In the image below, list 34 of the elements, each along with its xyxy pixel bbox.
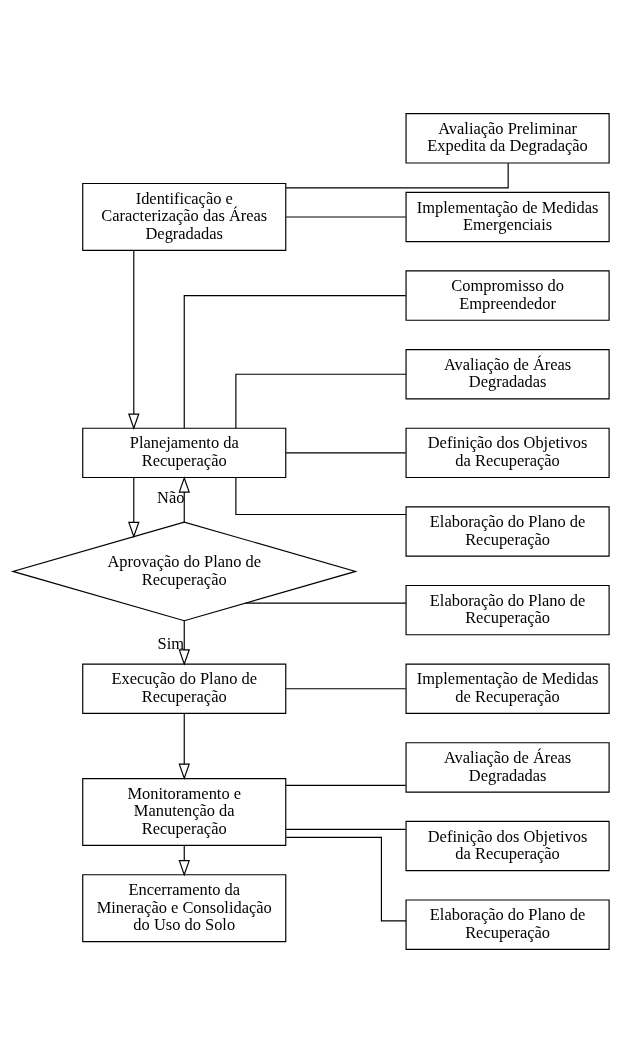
node-box: Monitoramento e Manutenção da Recuperação	[82, 777, 287, 847]
node-box: Encerramento da Mineração e Consolidação do Uso do Solo	[82, 874, 287, 943]
node-box: Identificação e Caracterização das Áreas Degradadas	[82, 182, 287, 251]
node-box: Avaliação de Áreas Degradadas	[405, 742, 610, 793]
connector	[235, 477, 407, 516]
connector	[244, 602, 407, 604]
node-box: Elaboração do Plano de Recuperação	[405, 899, 610, 950]
node-box: Compromisso do Empreendedor	[405, 270, 610, 321]
node-box: Definição dos Objetivos da Recuperação	[405, 820, 610, 872]
arrow	[178, 476, 190, 523]
arrow	[178, 620, 190, 666]
node-box: Avaliação de Áreas Degradadas	[405, 349, 610, 400]
edge-label: Não	[157, 487, 185, 507]
connector	[285, 688, 407, 690]
connector	[285, 452, 407, 454]
connector	[285, 784, 407, 786]
node-box: Implementação de Medidas de Recuperação	[405, 663, 610, 714]
node-box: Planejamento da Recuperação	[82, 427, 287, 479]
node-box: Elaboração do Plano de Recuperação	[405, 506, 610, 557]
node-box: Definição dos Objetivos da Recuperação	[405, 427, 610, 479]
node-box: Elaboração do Plano de Recuperação	[405, 584, 610, 636]
connector	[285, 162, 509, 189]
connector	[235, 373, 407, 429]
node-box: Implementação de Medidas Emergenciais	[405, 191, 610, 243]
connector	[183, 295, 407, 429]
connector	[285, 216, 407, 218]
arrow	[128, 250, 140, 430]
connector	[285, 836, 407, 922]
arrow	[128, 477, 140, 539]
connector	[285, 828, 407, 830]
node-box: Execução do Plano de Recuperação	[82, 663, 287, 714]
node-box: Avaliação Preliminar Expedita da Degradação	[405, 113, 610, 164]
arrow	[178, 713, 190, 780]
edge-label: Sim	[157, 633, 184, 653]
